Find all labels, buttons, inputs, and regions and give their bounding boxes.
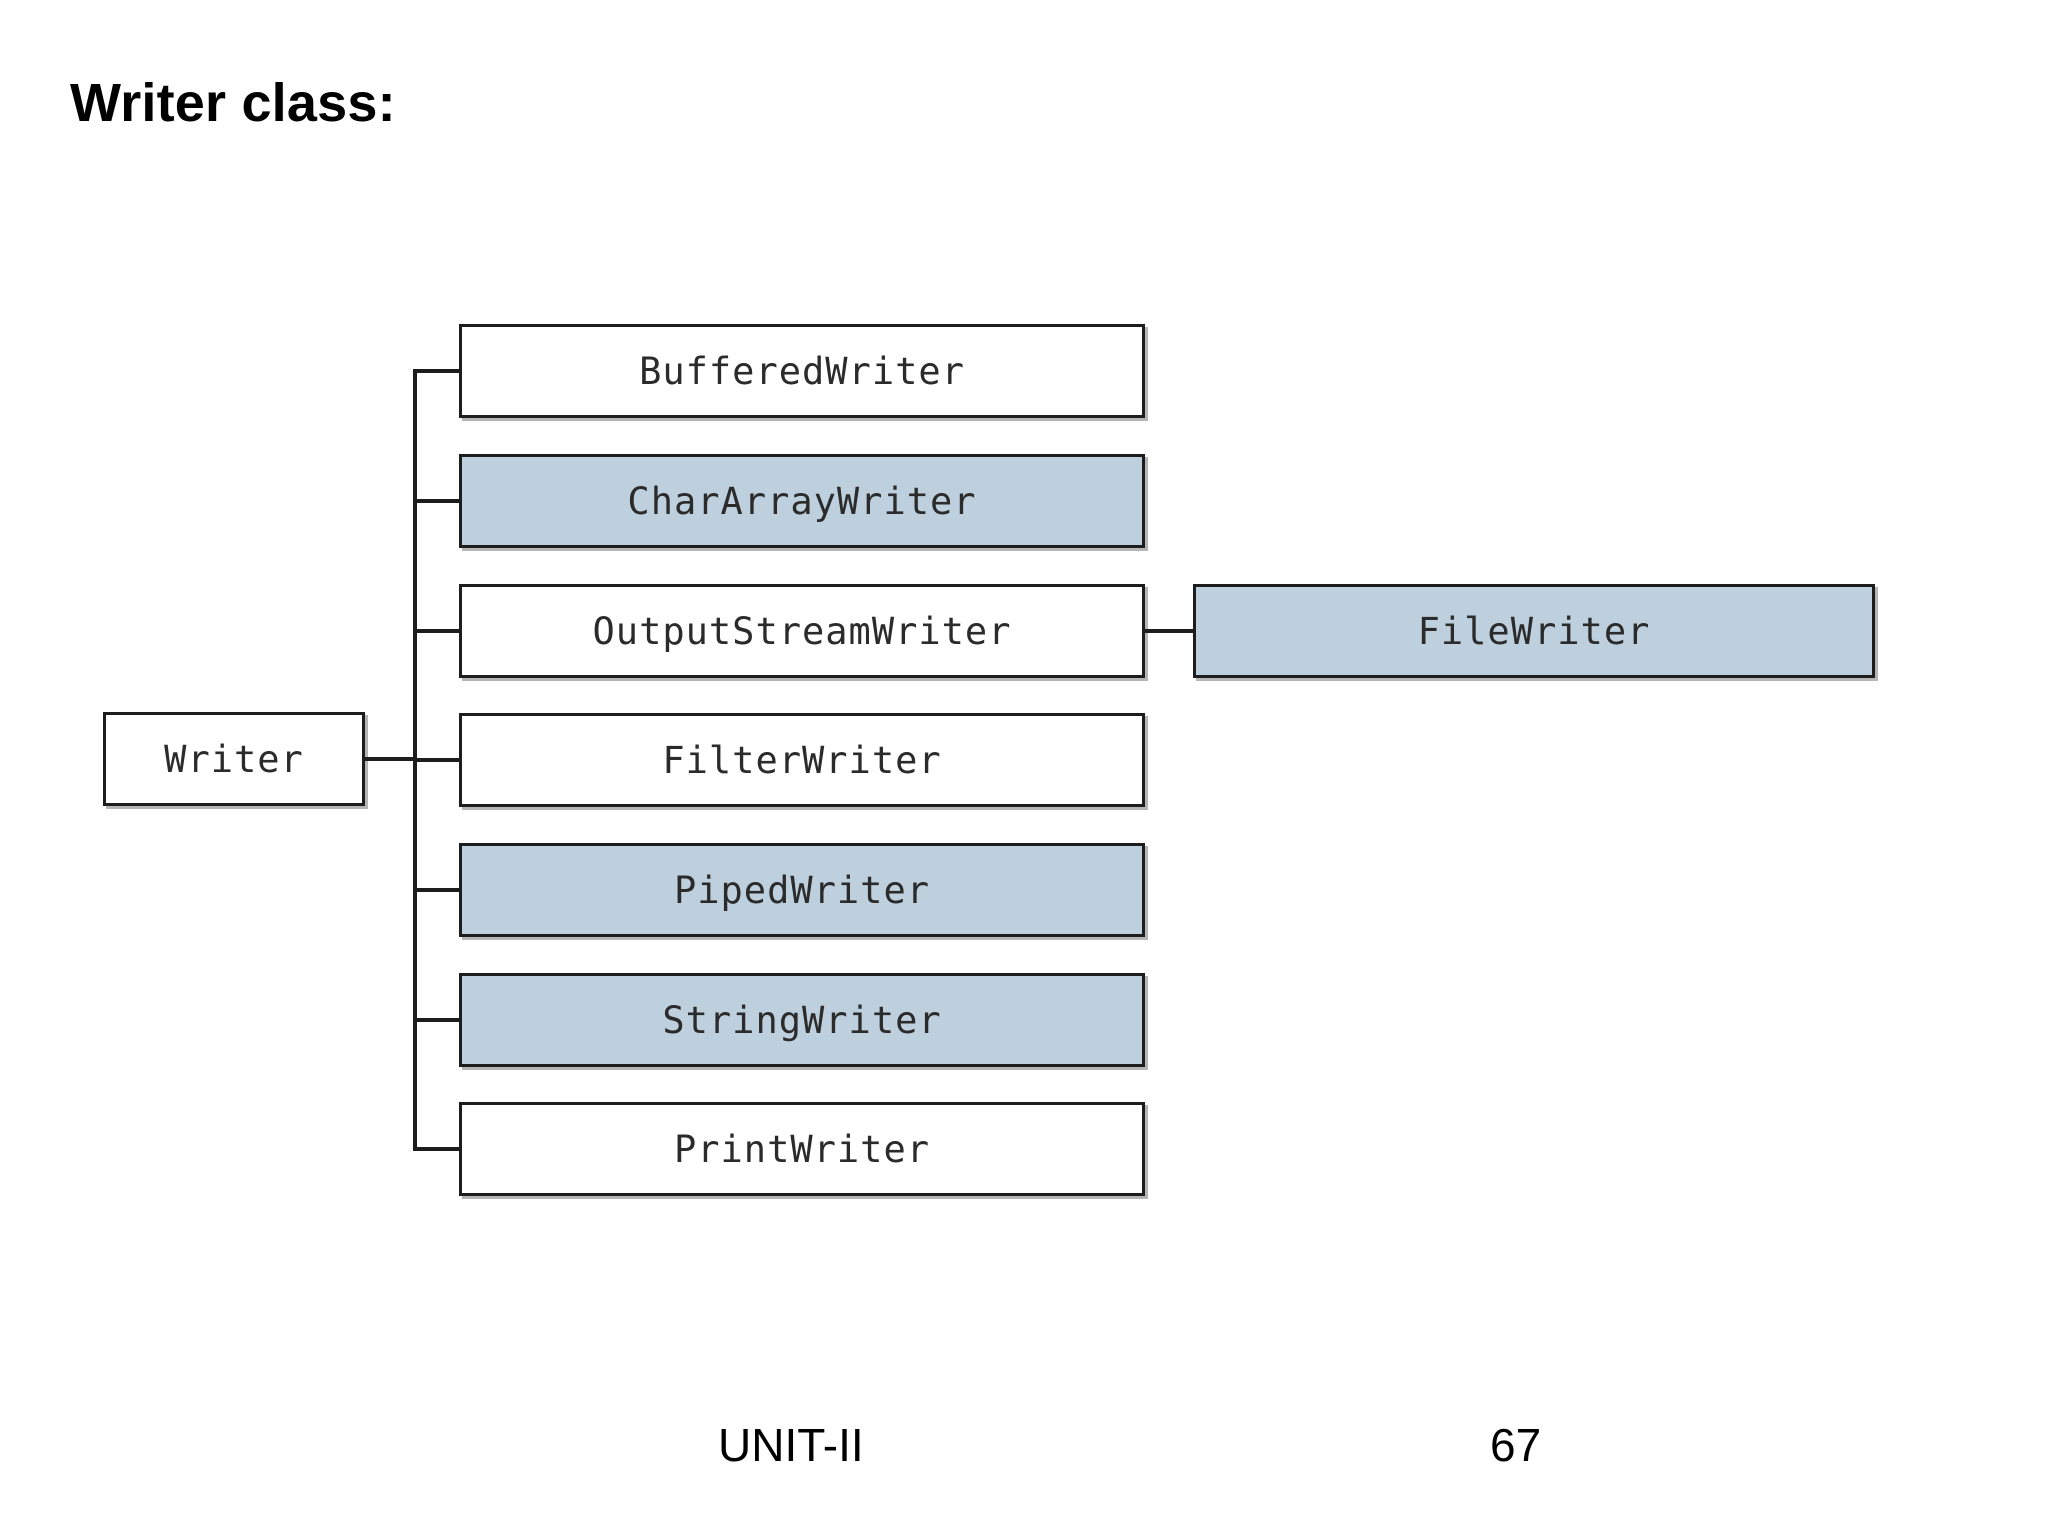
class-box-chararraywriter[interactable]: CharArrayWriter <box>459 454 1145 548</box>
connector-stub-filterwriter <box>413 758 461 762</box>
writer-class-hierarchy-diagram: Writer BufferedWriter CharArrayWriter Ou… <box>103 324 1875 1196</box>
class-label: CharArrayWriter <box>627 479 977 523</box>
connector-stub-chararraywriter <box>413 499 461 503</box>
class-box-filterwriter[interactable]: FilterWriter <box>459 713 1145 807</box>
class-box-filewriter[interactable]: FileWriter <box>1193 584 1875 678</box>
footer-unit-label: UNIT-II <box>718 1419 864 1471</box>
class-box-writer[interactable]: Writer <box>103 712 365 806</box>
class-box-printwriter[interactable]: PrintWriter <box>459 1102 1145 1196</box>
class-label: BufferedWriter <box>639 349 965 393</box>
class-box-pipedwriter[interactable]: PipedWriter <box>459 843 1145 937</box>
class-box-bufferedwriter[interactable]: BufferedWriter <box>459 324 1145 418</box>
class-label: FilterWriter <box>662 738 942 782</box>
class-label: PipedWriter <box>673 868 931 912</box>
page-title: Writer class: <box>70 73 396 134</box>
connector-outputstreamwriter-to-filewriter <box>1145 629 1195 633</box>
class-label: OutputStreamWriter <box>592 609 1012 653</box>
connector-stub-pipedwriter <box>413 888 461 892</box>
class-label: StringWriter <box>662 998 942 1042</box>
class-label: FileWriter <box>1417 609 1651 653</box>
connector-stub-stringwriter <box>413 1018 461 1022</box>
class-box-outputstreamwriter[interactable]: OutputStreamWriter <box>459 584 1145 678</box>
footer-page-number: 67 <box>1490 1419 1542 1471</box>
connector-stub-bufferedwriter <box>413 369 461 373</box>
class-label: Writer <box>164 737 304 781</box>
connector-stub-outputstreamwriter <box>413 629 461 633</box>
class-label: PrintWriter <box>673 1127 931 1171</box>
class-box-stringwriter[interactable]: StringWriter <box>459 973 1145 1067</box>
connector-root-stub <box>365 757 417 761</box>
connector-stub-printwriter <box>413 1147 461 1151</box>
